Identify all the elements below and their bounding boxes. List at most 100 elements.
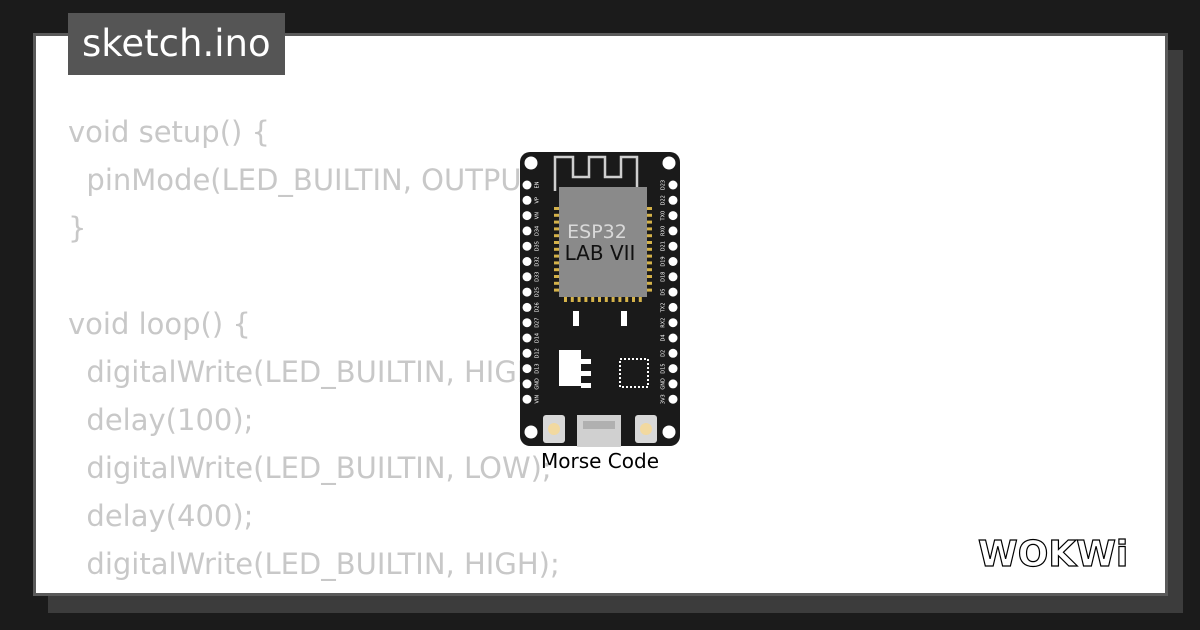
header-pin-right[interactable] <box>668 379 678 389</box>
header-pin-right[interactable] <box>668 180 678 190</box>
module-pin-bottom <box>618 297 622 302</box>
pin-labels-left: ENVPVND34D35D32D33D25D26D27D14D12D13GNDV… <box>535 181 541 403</box>
code-line: pinMode(LED_BUILTIN, OUTPUT); <box>68 163 561 197</box>
header-pin-left[interactable] <box>522 379 532 389</box>
header-pins <box>522 180 678 404</box>
pin-label-left: GND <box>535 378 541 390</box>
header-pin-right[interactable] <box>668 287 678 297</box>
module-pin-right <box>647 207 652 210</box>
pin-label-left: D35 <box>535 241 541 251</box>
module-pin-right <box>647 275 652 278</box>
usb-port-opening <box>583 421 615 429</box>
file-tab[interactable]: sketch.ino <box>68 13 285 75</box>
pin-label-left: D32 <box>535 256 541 266</box>
pin-label-right: D15 <box>661 363 667 373</box>
module-pin-left <box>554 268 559 272</box>
module-pin-bottom <box>598 297 601 302</box>
module-pin-right <box>647 227 652 231</box>
pin-label-right: RX2 <box>661 318 667 328</box>
header-pin-left[interactable] <box>522 287 532 297</box>
module-pin-right <box>647 254 652 258</box>
voltage-regulator-icon <box>559 350 581 386</box>
module-pin-left <box>554 247 559 251</box>
pin-label-left: D34 <box>535 226 541 236</box>
header-pin-left[interactable] <box>522 318 532 328</box>
mounting-hole-icon <box>524 425 538 439</box>
wokwi-logo[interactable]: WOKWi <box>978 530 1150 574</box>
module-pin-bottom <box>577 297 581 302</box>
module-pin-bottom <box>591 297 595 302</box>
header-pin-right[interactable] <box>668 211 678 221</box>
pin-label-left: EN <box>535 181 541 188</box>
chip-label: ESP32 <box>567 221 627 243</box>
module-pin-bottom <box>570 297 574 302</box>
pin-label-left: VN <box>535 212 541 219</box>
pin-label-right: D18 <box>661 272 667 282</box>
pin-label-right: D23 <box>661 180 667 190</box>
module-pin-left <box>554 227 559 231</box>
header-pin-left[interactable] <box>522 257 532 266</box>
header-pin-right[interactable] <box>668 272 678 282</box>
regulator-tab <box>581 359 591 364</box>
header-pin-left[interactable] <box>522 333 532 343</box>
header-pin-right[interactable] <box>668 302 678 312</box>
usb-port-icon[interactable] <box>577 415 621 447</box>
mounting-hole-icon <box>524 156 538 170</box>
mounting-hole-icon <box>662 156 676 170</box>
regulator-tab <box>581 383 591 388</box>
header-pin-left[interactable] <box>522 211 532 221</box>
module-pin-left <box>554 234 559 238</box>
header-pin-left[interactable] <box>522 272 532 282</box>
header-pin-right[interactable] <box>668 364 678 374</box>
pin-label-right: D2 <box>661 350 667 357</box>
header-pin-left[interactable] <box>522 180 532 190</box>
esp32-module <box>559 187 647 297</box>
module-pin-left <box>554 213 559 217</box>
board-name: LAB VII <box>565 241 636 265</box>
pin-label-right: GND <box>661 378 667 390</box>
header-pin-left[interactable] <box>522 226 532 236</box>
header-pin-right[interactable] <box>668 241 678 251</box>
antenna-icon <box>553 155 639 191</box>
header-pin-right[interactable] <box>668 333 678 343</box>
module-pin-right <box>647 281 652 285</box>
module-pin-right <box>647 261 652 265</box>
regulator-tab <box>581 371 591 376</box>
code-line: digitalWrite(LED_BUILTIN, HIGH); <box>68 355 560 389</box>
pin-label-left: D25 <box>535 287 541 297</box>
pin-label-left: VIN <box>535 395 541 404</box>
pin-label-right: D5 <box>661 289 667 296</box>
mounting-hole-icon <box>662 425 676 439</box>
code-line: delay(1500); <box>68 588 560 593</box>
header-pin-right[interactable] <box>668 318 678 328</box>
header-pin-left[interactable] <box>522 302 532 312</box>
pin-label-right: D22 <box>661 195 667 205</box>
header-pin-left[interactable] <box>522 195 532 205</box>
code-line: void setup() { <box>68 115 270 149</box>
header-pin-right[interactable] <box>668 394 678 404</box>
module-pin-right <box>647 268 652 272</box>
header-pin-right[interactable] <box>668 195 678 205</box>
module-pin-right <box>647 213 652 217</box>
module-pin-left <box>554 254 559 258</box>
module-pin-bottom <box>584 297 588 302</box>
pin-label-left: D12 <box>535 348 541 358</box>
header-pin-right[interactable] <box>668 257 678 266</box>
reset-button-cap <box>548 423 560 435</box>
header-pin-left[interactable] <box>522 241 532 251</box>
module-pin-bottom <box>604 297 608 302</box>
code-line: delay(100); <box>68 403 254 437</box>
module-pin-bottom <box>611 297 615 302</box>
header-pin-right[interactable] <box>668 348 678 358</box>
pin-label-right: TX2 <box>661 303 667 314</box>
module-pin-bottom <box>638 297 642 302</box>
header-pin-left[interactable] <box>522 348 532 358</box>
board-graphic: ESP32 LAB VII ENVPVND34D35D32D33D25D26D2… <box>520 152 680 447</box>
module-pin-left <box>554 261 559 265</box>
module-pin-left <box>554 275 559 278</box>
header-pin-left[interactable] <box>522 394 532 404</box>
header-pin-right[interactable] <box>668 226 678 236</box>
code-line: delay(400); <box>68 499 254 533</box>
header-pin-left[interactable] <box>522 364 532 374</box>
